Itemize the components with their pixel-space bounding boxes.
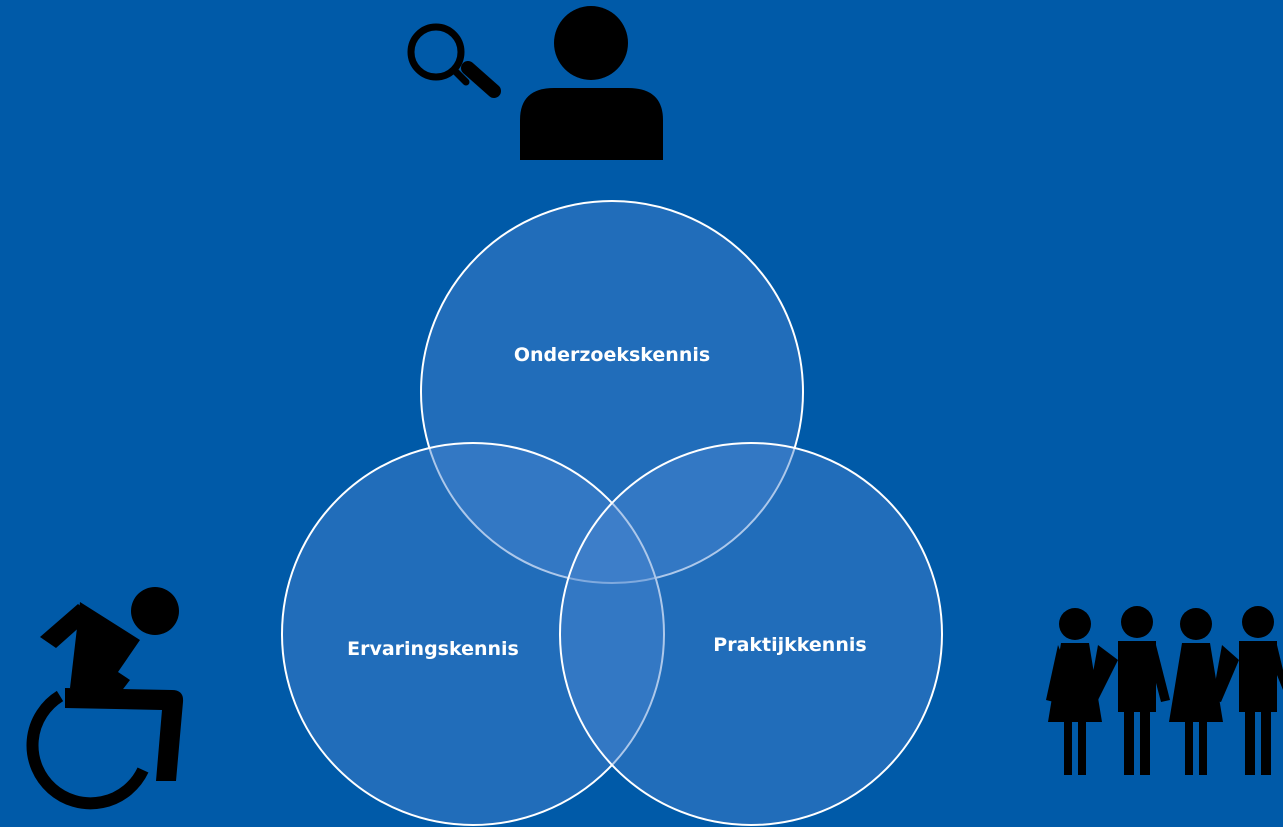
wheelchair-user-icon	[26, 587, 184, 810]
venn-label-experience: Ervaringskennis	[347, 638, 519, 660]
venn-label-practice: Praktijkkennis	[713, 634, 866, 656]
person-icon	[520, 6, 663, 160]
magnifier-icon	[407, 23, 501, 98]
venn-circle-research	[420, 200, 804, 584]
venn-circle-practice	[559, 442, 943, 826]
venn-circle-experience	[281, 442, 665, 826]
venn-circles	[281, 200, 943, 826]
group-of-people-icon	[1046, 606, 1283, 775]
venn-label-research: Onderzoekskennis	[514, 344, 710, 366]
